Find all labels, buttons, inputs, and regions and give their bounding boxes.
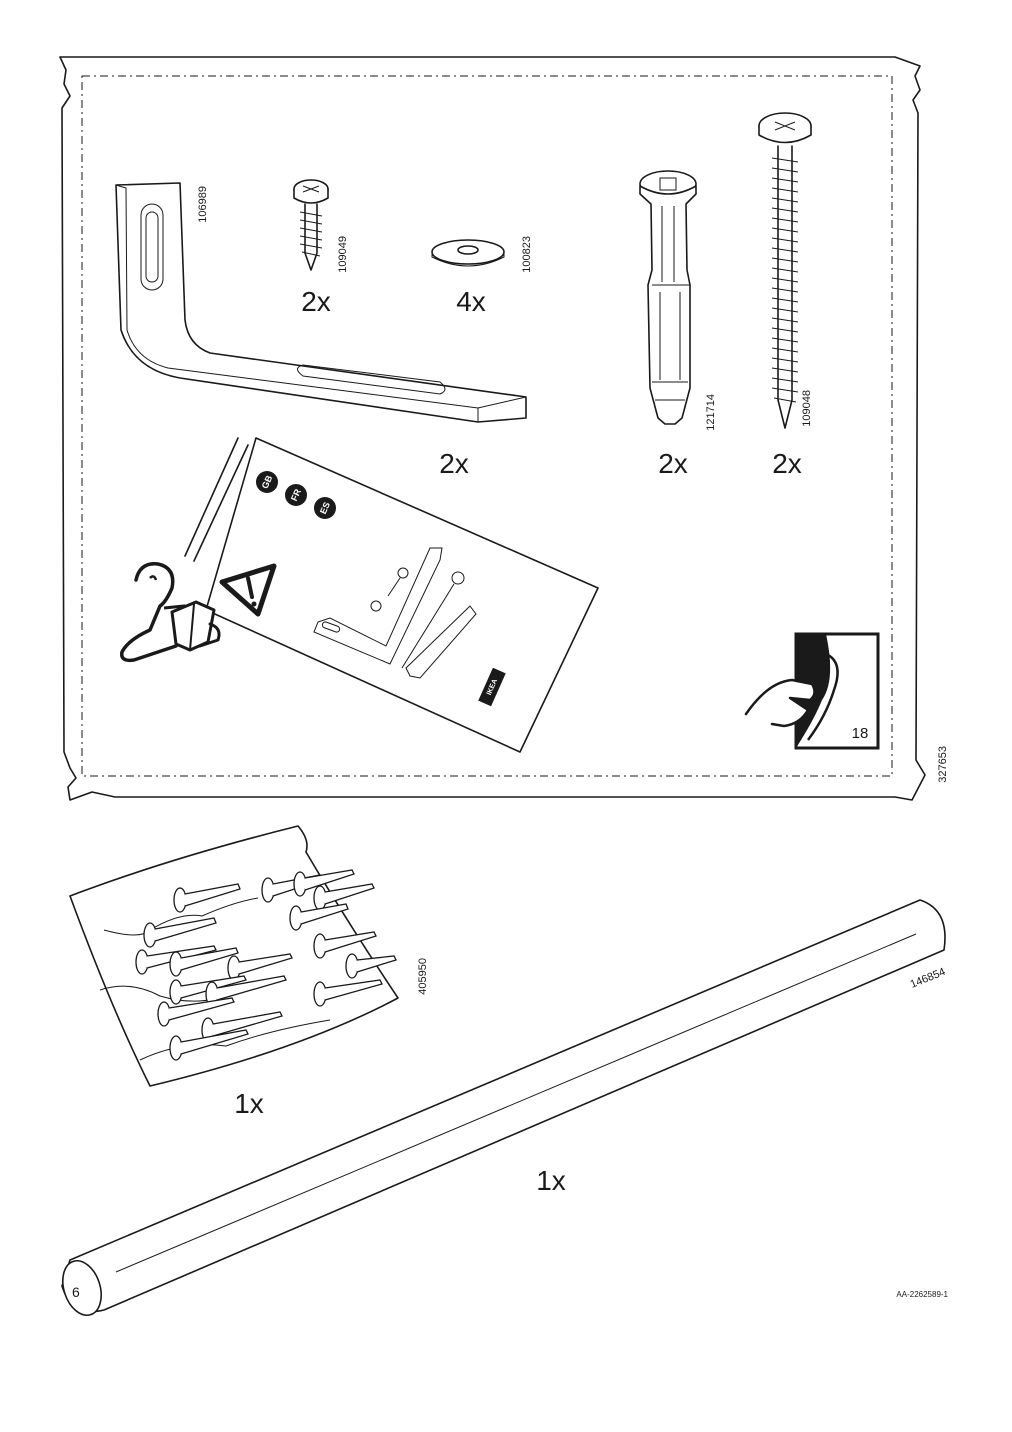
long-screw-article-number: 109048	[801, 390, 813, 427]
ikea-logo: IKEA	[478, 667, 506, 707]
language-badge-fr: FR	[289, 487, 303, 502]
person-reading-icon	[120, 562, 221, 663]
parts-bag	[59, 56, 926, 801]
hand-turning-page-icon: 18	[744, 632, 880, 750]
wall-plug-part	[639, 170, 697, 425]
wall-plug-article-number: 121714	[705, 394, 717, 431]
long-screw-quantity: 2x	[772, 448, 802, 479]
page-reference: 18	[852, 725, 869, 742]
short-screw-article-number: 109049	[337, 236, 349, 273]
rod-part	[61, 899, 946, 1317]
long-screw-part	[758, 112, 812, 429]
bag-article-number: 327653	[937, 746, 949, 783]
nail-bag-quantity: 1x	[234, 1088, 264, 1119]
page-number: 6	[72, 1284, 80, 1300]
language-badges: GB FR ES	[256, 471, 336, 519]
wall-plug-quantity: 2x	[658, 448, 688, 479]
washer-part	[431, 239, 505, 267]
washer-article-number: 100823	[521, 236, 533, 273]
short-screw-quantity: 2x	[301, 286, 331, 317]
document-id: AA-2262589-1	[896, 1290, 948, 1299]
nail-bag-article-number: 405950	[417, 958, 429, 995]
leaflet-parts-sketch	[313, 547, 477, 679]
language-badge-es: ES	[318, 500, 332, 515]
bracket-article-number: 106989	[197, 186, 209, 223]
nail-bag-part	[69, 825, 399, 1087]
rod-article-number: 146854	[909, 966, 948, 991]
rod-quantity: 1x	[536, 1165, 566, 1196]
bracket-quantity: 2x	[439, 448, 469, 479]
instruction-leaflet: GB FR ES IKEA	[184, 437, 599, 753]
warning-triangle-icon	[219, 563, 277, 617]
short-screw-part	[293, 179, 329, 271]
washer-quantity: 4x	[456, 286, 486, 317]
l-bracket-part	[115, 182, 527, 423]
